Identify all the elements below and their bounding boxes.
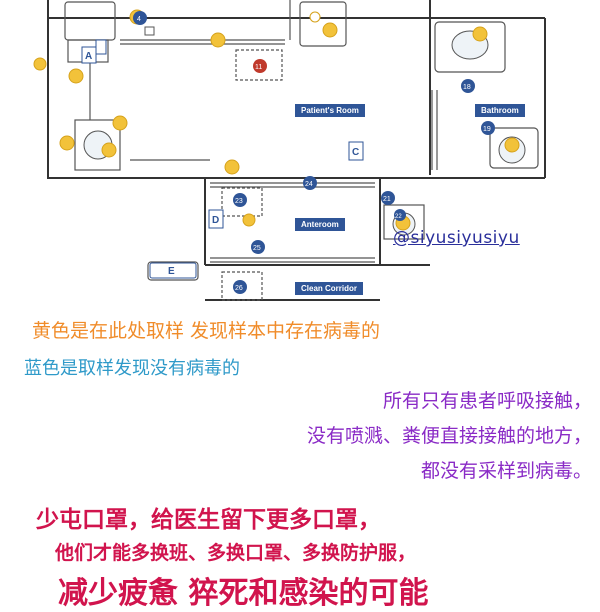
marker-e: E xyxy=(168,266,175,277)
num-25: 25 xyxy=(253,245,261,252)
red-marker: 11 xyxy=(253,59,267,73)
num-21: 21 xyxy=(383,196,391,203)
num-4: 4 xyxy=(137,16,141,23)
room-label-patients-room: Patient's Room xyxy=(295,104,365,117)
letter-markers: A C D E xyxy=(81,46,364,279)
room-label-bathroom: Bathroom xyxy=(475,104,525,117)
num-23: 23 xyxy=(235,198,243,205)
caption-red-3: 减少疲惫 猝死和感染的可能 xyxy=(58,576,429,611)
fixtures xyxy=(83,30,526,236)
floor-plan: A C D E 4 18 19 21 22 23 xyxy=(33,0,546,301)
floor-plan-partitions xyxy=(64,0,539,301)
floor-plan-walls xyxy=(47,0,546,301)
bin-icon xyxy=(144,26,155,36)
room-label-clean-corridor: Clean Corridor xyxy=(295,282,364,295)
num-11: 11 xyxy=(255,64,262,71)
num-22: 22 xyxy=(395,214,402,220)
caption-purple-1: 所有只有患者呼吸接触， xyxy=(382,390,592,412)
num-26: 26 xyxy=(235,285,243,292)
num-18: 18 xyxy=(463,84,471,91)
caption-blue: 蓝色是取样发现没有病毒的 xyxy=(24,358,240,379)
watermark: @siyusiyusiyu xyxy=(393,228,520,248)
caption-yellow: 黄色是在此处取样 发现样本中存在病毒的 xyxy=(32,320,381,342)
marker-a: A xyxy=(85,51,92,62)
caption-purple-3: 都没有采样到病毒。 xyxy=(420,460,592,482)
num-24: 24 xyxy=(305,181,313,188)
negative-sample-markers: 4 18 19 21 22 23 24 25 26 xyxy=(133,11,495,294)
marker-c: C xyxy=(352,147,359,158)
marker-d: D xyxy=(212,215,219,226)
room-label-anteroom: Anteroom xyxy=(295,218,345,231)
caption-red-2: 他们才能多换班、多换口罩、多换防护服， xyxy=(55,542,417,564)
marker-b xyxy=(95,39,107,55)
caption-red-1: 少屯口罩，给医生留下更多口罩， xyxy=(36,507,381,533)
caption-purple-2: 没有喷溅、粪便直接接触的地方， xyxy=(306,425,592,447)
num-19: 19 xyxy=(483,126,491,133)
